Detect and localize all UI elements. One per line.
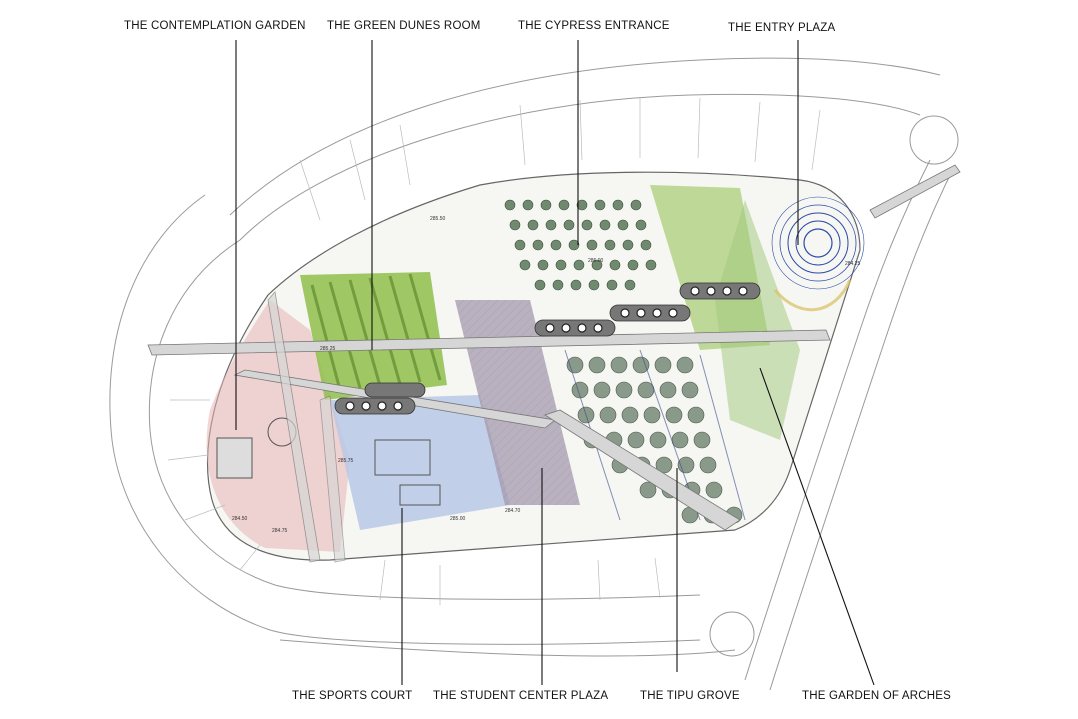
elevation-label: 285.00 <box>450 516 466 522</box>
tipu-grove-label: THE TIPU GROVE <box>640 690 740 702</box>
elevation-label: 286.00 <box>588 258 604 264</box>
contemplation-garden-area <box>206 300 350 552</box>
elevation-label: 284.50 <box>232 516 248 522</box>
garden-of-arches-area <box>715 200 800 440</box>
sports-court-label: THE SPORTS COURT <box>292 690 413 702</box>
sports-court-area <box>330 395 510 530</box>
elevation-label: 285.25 <box>320 346 336 352</box>
elevation-marks: 284.50 284.75 285.00 285.25 285.50 285.7… <box>232 216 861 534</box>
elevation-label: 284.70 <box>505 508 521 514</box>
elevation-label: 284.25 <box>845 261 861 267</box>
benches <box>334 282 761 415</box>
leader-lines <box>235 40 875 686</box>
garden-of-arches-label: THE GARDEN OF ARCHES <box>802 690 952 702</box>
entry-plaza-rings <box>771 196 865 290</box>
student-center-plaza-label: THE STUDENT CENTER PLAZA <box>433 690 609 702</box>
cypress-entrance-label: THE CYPRESS ENTRANCE <box>518 20 670 32</box>
road-outlines <box>109 57 959 691</box>
entry-plaza-label: THE ENTRY PLAZA <box>728 22 836 34</box>
parking-lines <box>167 97 821 605</box>
elevation-label: 285.75 <box>338 458 354 464</box>
elevation-label: 284.75 <box>272 528 288 534</box>
contemplation-garden-label: THE CONTEMPLATION GARDEN <box>124 20 306 32</box>
cypress-entrance-trees <box>504 199 657 291</box>
green-dunes-room-label: THE GREEN DUNES ROOM <box>327 20 481 32</box>
elevation-label: 285.50 <box>430 216 446 222</box>
